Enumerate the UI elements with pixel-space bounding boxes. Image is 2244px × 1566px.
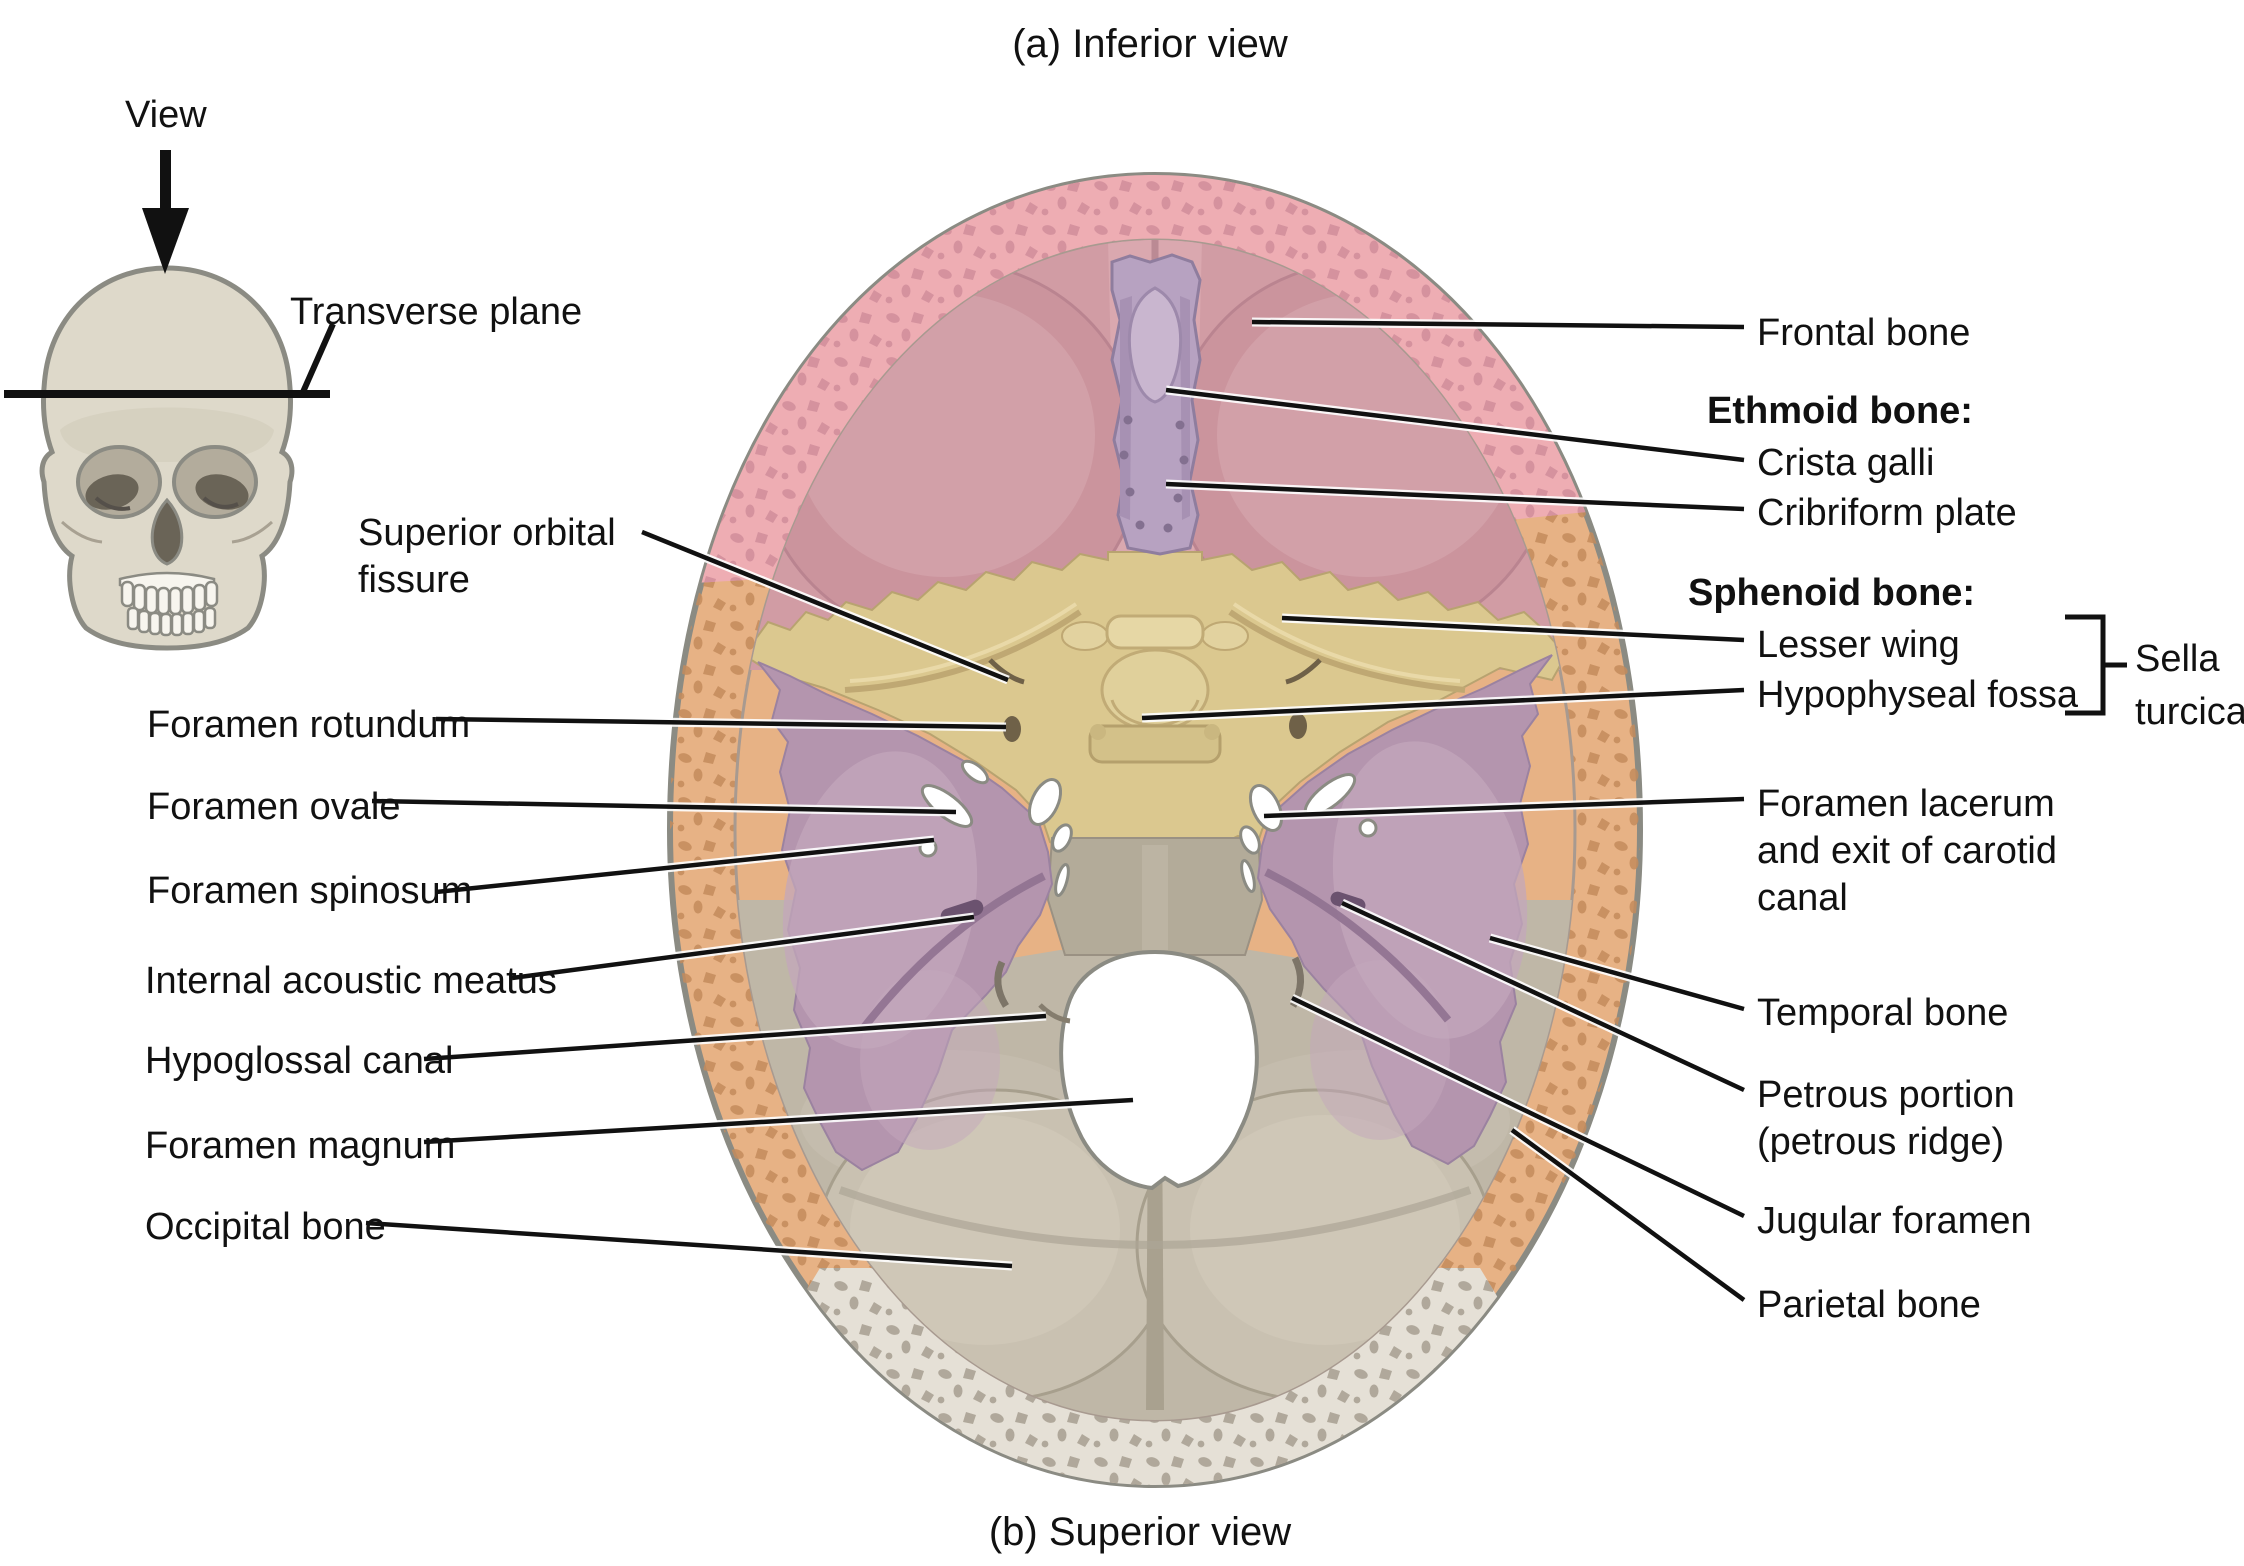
label-sphenoid-bone-header: Sphenoid bone: [1688,572,1976,614]
label-temporal-bone: Temporal bone [1757,992,2009,1034]
orbit-left [76,445,162,519]
nasal-aperture [150,497,184,566]
label-foramen-rotundum: Foramen rotundum [147,704,471,746]
label-foramen-ovale: Foramen ovale [147,786,401,828]
leader-foramen-ovale [371,798,957,815]
leader-hypophyseal-fossa [1141,687,1745,721]
leader-cribriform-plate [1165,481,1745,512]
label-lesser-wing: Lesser wing [1757,624,1960,666]
sella-turcica-bracket [2065,614,2127,716]
label-petrous-portion: Petrous portion (petrous ridge) [1757,1074,2015,1164]
label-occipital-bone: Occipital bone [145,1206,386,1248]
label-crista-galli: Crista galli [1757,442,1935,484]
title-bottom: (b) Superior view [988,1510,1292,1554]
leader-foramen-spinosum [435,837,935,895]
jugular-foramen-left [994,960,1010,1008]
petrous-ridge-left [858,872,1046,1033]
label-ethmoid-bone-header: Ethmoid bone: [1707,390,1973,432]
superior-orbital-fissure-right [1285,658,1322,685]
hypoglossal-canal-left [1038,1003,1071,1024]
label-frontal-bone: Frontal bone [1757,312,1971,354]
label-jugular-foramen: Jugular foramen [1757,1200,2032,1242]
view-label: View [125,94,207,136]
leader-foramen-magnum [423,1097,1134,1145]
skull-base [666,171,1644,1489]
superior-orbital-fissure-left [988,658,1025,685]
transverse-plane-label: Transverse plane [290,291,583,333]
leader-foramen-rotundum [435,716,1007,730]
label-foramen-lacerum: Foramen lacerum and exit of carotid cana… [1757,783,2057,920]
leader-occipital-bone [365,1220,1013,1269]
view-arrow [142,150,189,274]
leader-lesser-wing [1281,615,1745,643]
leader-petrous-portion [1341,900,1745,1093]
foramen-rotundum-left [1003,716,1021,742]
temporal-bone-left [757,661,1054,1172]
label-foramen-magnum: Foramen magnum [145,1125,456,1167]
title-top: (a) Inferior view [1012,22,1288,66]
leader-frontal-bone [1251,319,1745,330]
leader-crista-galli [1165,387,1745,463]
label-sella-turcica: Sella turcica [2135,638,2244,734]
leader-foramen-lacerum [1263,796,1745,819]
label-parietal-bone: Parietal bone [1757,1284,1981,1326]
label-hypoglossal-canal: Hypoglossal canal [145,1040,454,1082]
label-internal-acoustic-meatus: Internal acoustic meatus [145,960,557,1002]
cribriform-plate-holes [1119,415,1189,533]
leader-hypoglossal-canal [423,1013,1047,1062]
label-cribriform-plate: Cribriform plate [1757,492,2017,534]
label-hypophyseal-fossa: Hypophyseal fossa [1757,674,2079,716]
leader-jugular-foramen [1291,995,1745,1219]
crista-galli-shape [1127,286,1183,404]
leader-temporal-bone [1489,935,1745,1012]
orbit-right [172,445,258,519]
foramen-lacerum-left [1027,778,1063,826]
label-foramen-spinosum: Foramen spinosum [147,870,473,912]
foramen-magnum-shape [1059,949,1259,1191]
inset-skull-front-view [39,265,295,651]
foramen-rotundum-right [1289,713,1307,739]
ethmoid-bone-region [1110,253,1202,556]
leader-lines [365,319,1746,1302]
teeth [118,571,219,637]
lesser-wing-right [1228,609,1466,693]
petrous-ridge-right [1264,868,1452,1023]
leader-internal-acoustic-meatus [511,914,975,981]
label-superior-orbital-fissure: Superior orbital fissure [358,512,616,602]
leader-superior-orbital-fissure [641,529,1009,683]
leader-parietal-bone [1510,1128,1746,1302]
sella-turcica-region [1088,614,1222,764]
foramen-spinosum-right [1358,818,1378,838]
transverse-plane-pointer [300,322,336,394]
